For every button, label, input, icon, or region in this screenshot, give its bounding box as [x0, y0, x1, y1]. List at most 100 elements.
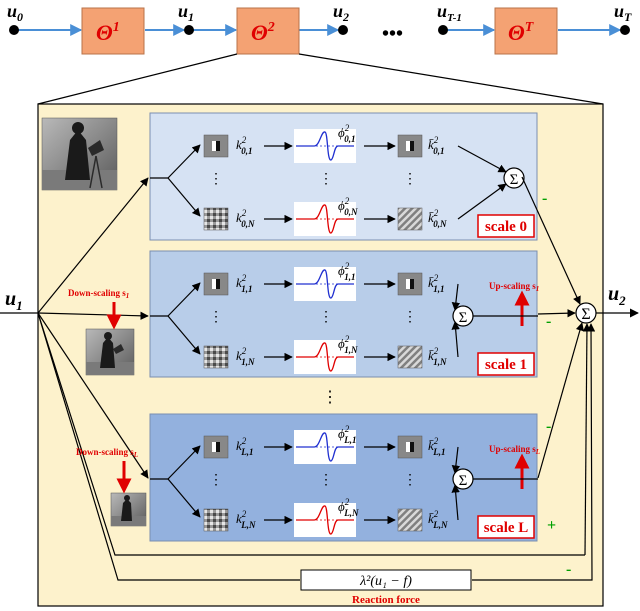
down-scaling-1-label: Down-scaling s1 — [68, 288, 129, 300]
input-image-scale1 — [85, 328, 135, 376]
stage-box-2 — [236, 7, 300, 55]
node-u0 — [9, 25, 19, 35]
node-uT-1 — [438, 25, 448, 35]
stage-label-1: Θ1 — [96, 20, 120, 45]
stage-label-2: Θ2 — [251, 20, 275, 45]
input-image — [41, 117, 118, 191]
node-label-uT: uT — [614, 1, 632, 24]
scale2-kbar-kernel-1 — [397, 435, 423, 459]
scale2-dots-2: ⋮ — [403, 473, 417, 488]
node-label-u1: u1 — [178, 1, 194, 24]
scale0-sum-symbol: Σ — [510, 172, 519, 188]
scale0-dots-2: ⋮ — [403, 172, 417, 187]
scale0-dots-1: ⋮ — [319, 172, 333, 187]
stage-box-1 — [81, 7, 145, 55]
sign-scale1: - — [546, 313, 551, 330]
scales-ellipsis: ⋮ — [322, 389, 338, 406]
scale1-kbar-kernel-N — [397, 345, 423, 369]
reaction-box — [300, 569, 472, 591]
scale0-kernel-1 — [203, 134, 229, 158]
sign-scale0: - — [542, 190, 547, 207]
node-uT — [620, 25, 630, 35]
scale0-dots-0: ⋮ — [209, 172, 223, 187]
top-chain: u0 u1 u2 uT-1 uT Θ1 Θ2 ••• ΘT — [7, 1, 632, 105]
reaction-label: Reaction force — [352, 594, 420, 606]
scale1-label-box — [477, 352, 535, 376]
input-image-scaleL — [110, 492, 147, 527]
scale0-kbar-kernel-N — [397, 207, 423, 231]
scale1-label: scale 1 — [485, 357, 527, 373]
scale2-phi-curve-N — [294, 503, 356, 537]
scale1-dots-2: ⋮ — [403, 310, 417, 325]
scale2-kernel-1 — [203, 435, 229, 459]
reaction-formula: λ²(u₁ − f) — [359, 574, 412, 589]
scale2-dots-1: ⋮ — [319, 473, 333, 488]
node-label-u0: u0 — [7, 1, 23, 24]
final-sum-inputs — [472, 176, 596, 581]
scale0-label: scale 0 — [485, 219, 527, 235]
scale0-kernel-N — [203, 207, 229, 231]
scale0-label-box — [477, 214, 535, 238]
detail-output-label: u2 — [608, 283, 626, 308]
scale1-dots-1: ⋮ — [319, 310, 333, 325]
scale1-phi-curve-1 — [294, 267, 356, 301]
sign-identity: + — [547, 517, 556, 534]
scale0-phi-curve-1 — [294, 129, 356, 163]
scale1-dots-0: ⋮ — [209, 310, 223, 325]
up-scaling-1-label: Up-scaling s1 — [489, 281, 539, 293]
node-label-u2: u2 — [333, 1, 349, 24]
zoom-line-left — [37, 53, 238, 105]
scale2-label: scale L — [484, 520, 529, 536]
sign-reaction: - — [566, 561, 571, 578]
scale1-kernel-N — [203, 345, 229, 369]
final-sum-symbol: Σ — [581, 306, 590, 323]
scale1-phi-curve-N — [294, 340, 356, 374]
scale0-sum-node — [503, 167, 525, 189]
scale1-sum-symbol: Σ — [459, 310, 468, 326]
detail-input-label: u1 — [5, 288, 23, 313]
scale2-dots-0: ⋮ — [209, 473, 223, 488]
up-scaling-2-label: Up-scaling sL — [489, 444, 540, 456]
zoom-line-right — [298, 53, 604, 105]
scale2-kernel-N — [203, 508, 229, 532]
scale1-kernel-1 — [203, 272, 229, 296]
scale2-sum-symbol: Σ — [459, 473, 468, 489]
sign-scaleL: - — [546, 418, 551, 435]
node-u2 — [338, 25, 348, 35]
down-scaling-L-label: Down-scaling sL — [76, 447, 138, 459]
scale0-phi-curve-N — [294, 202, 356, 236]
scale2-kbar-kernel-N — [397, 508, 423, 532]
scale2-phi-curve-1 — [294, 430, 356, 464]
scale1-kbar-kernel-1 — [397, 272, 423, 296]
scale0-kbar-kernel-1 — [397, 134, 423, 158]
scale2-label-box — [477, 515, 535, 539]
stage-label-T: ΘT — [508, 20, 535, 45]
chain-ellipsis: ••• — [382, 23, 403, 45]
node-u1 — [184, 25, 194, 35]
node-label-uT-1: uT-1 — [437, 1, 462, 24]
stage-box-T — [494, 7, 558, 55]
